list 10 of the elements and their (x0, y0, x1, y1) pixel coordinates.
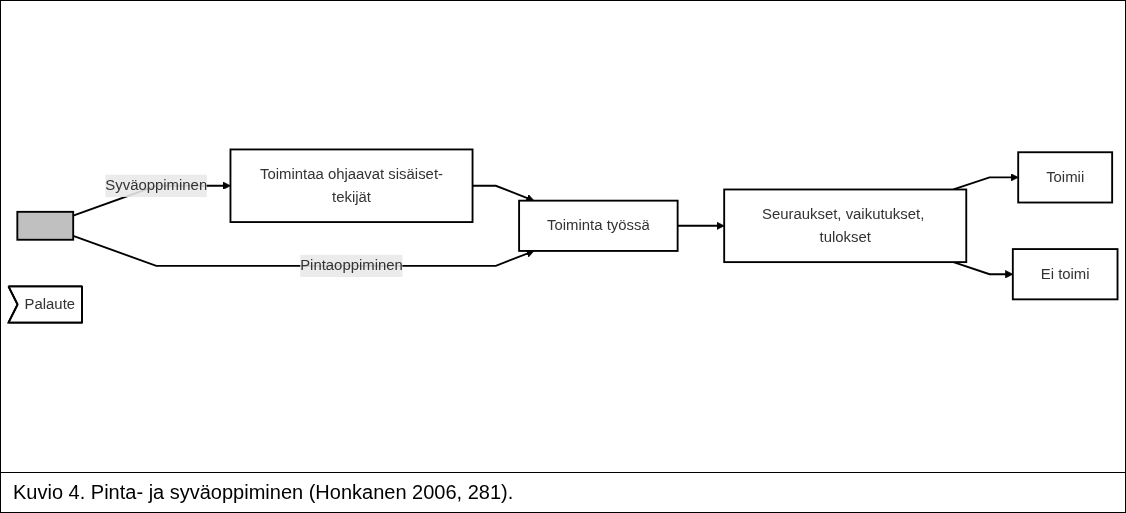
node-box (16, 211, 75, 242)
node-box: Toimii (1017, 151, 1114, 204)
arrow (952, 173, 1019, 191)
node-box: Ei toimi (1011, 248, 1119, 301)
node-box: Toiminta työssä (518, 200, 679, 253)
figure-caption: Kuvio 4. Pinta- ja syväoppiminen (Honkanen 2006, 281). (13, 481, 514, 503)
edge-label: Pintaoppiminen (300, 257, 403, 274)
node-box: Toimintaa ohjaavat sisäiset-tekijät (229, 148, 474, 224)
node-box: Seuraukset, vaikutukset, tulokset (723, 189, 968, 264)
edge-label: Syväoppiminen (105, 177, 208, 194)
